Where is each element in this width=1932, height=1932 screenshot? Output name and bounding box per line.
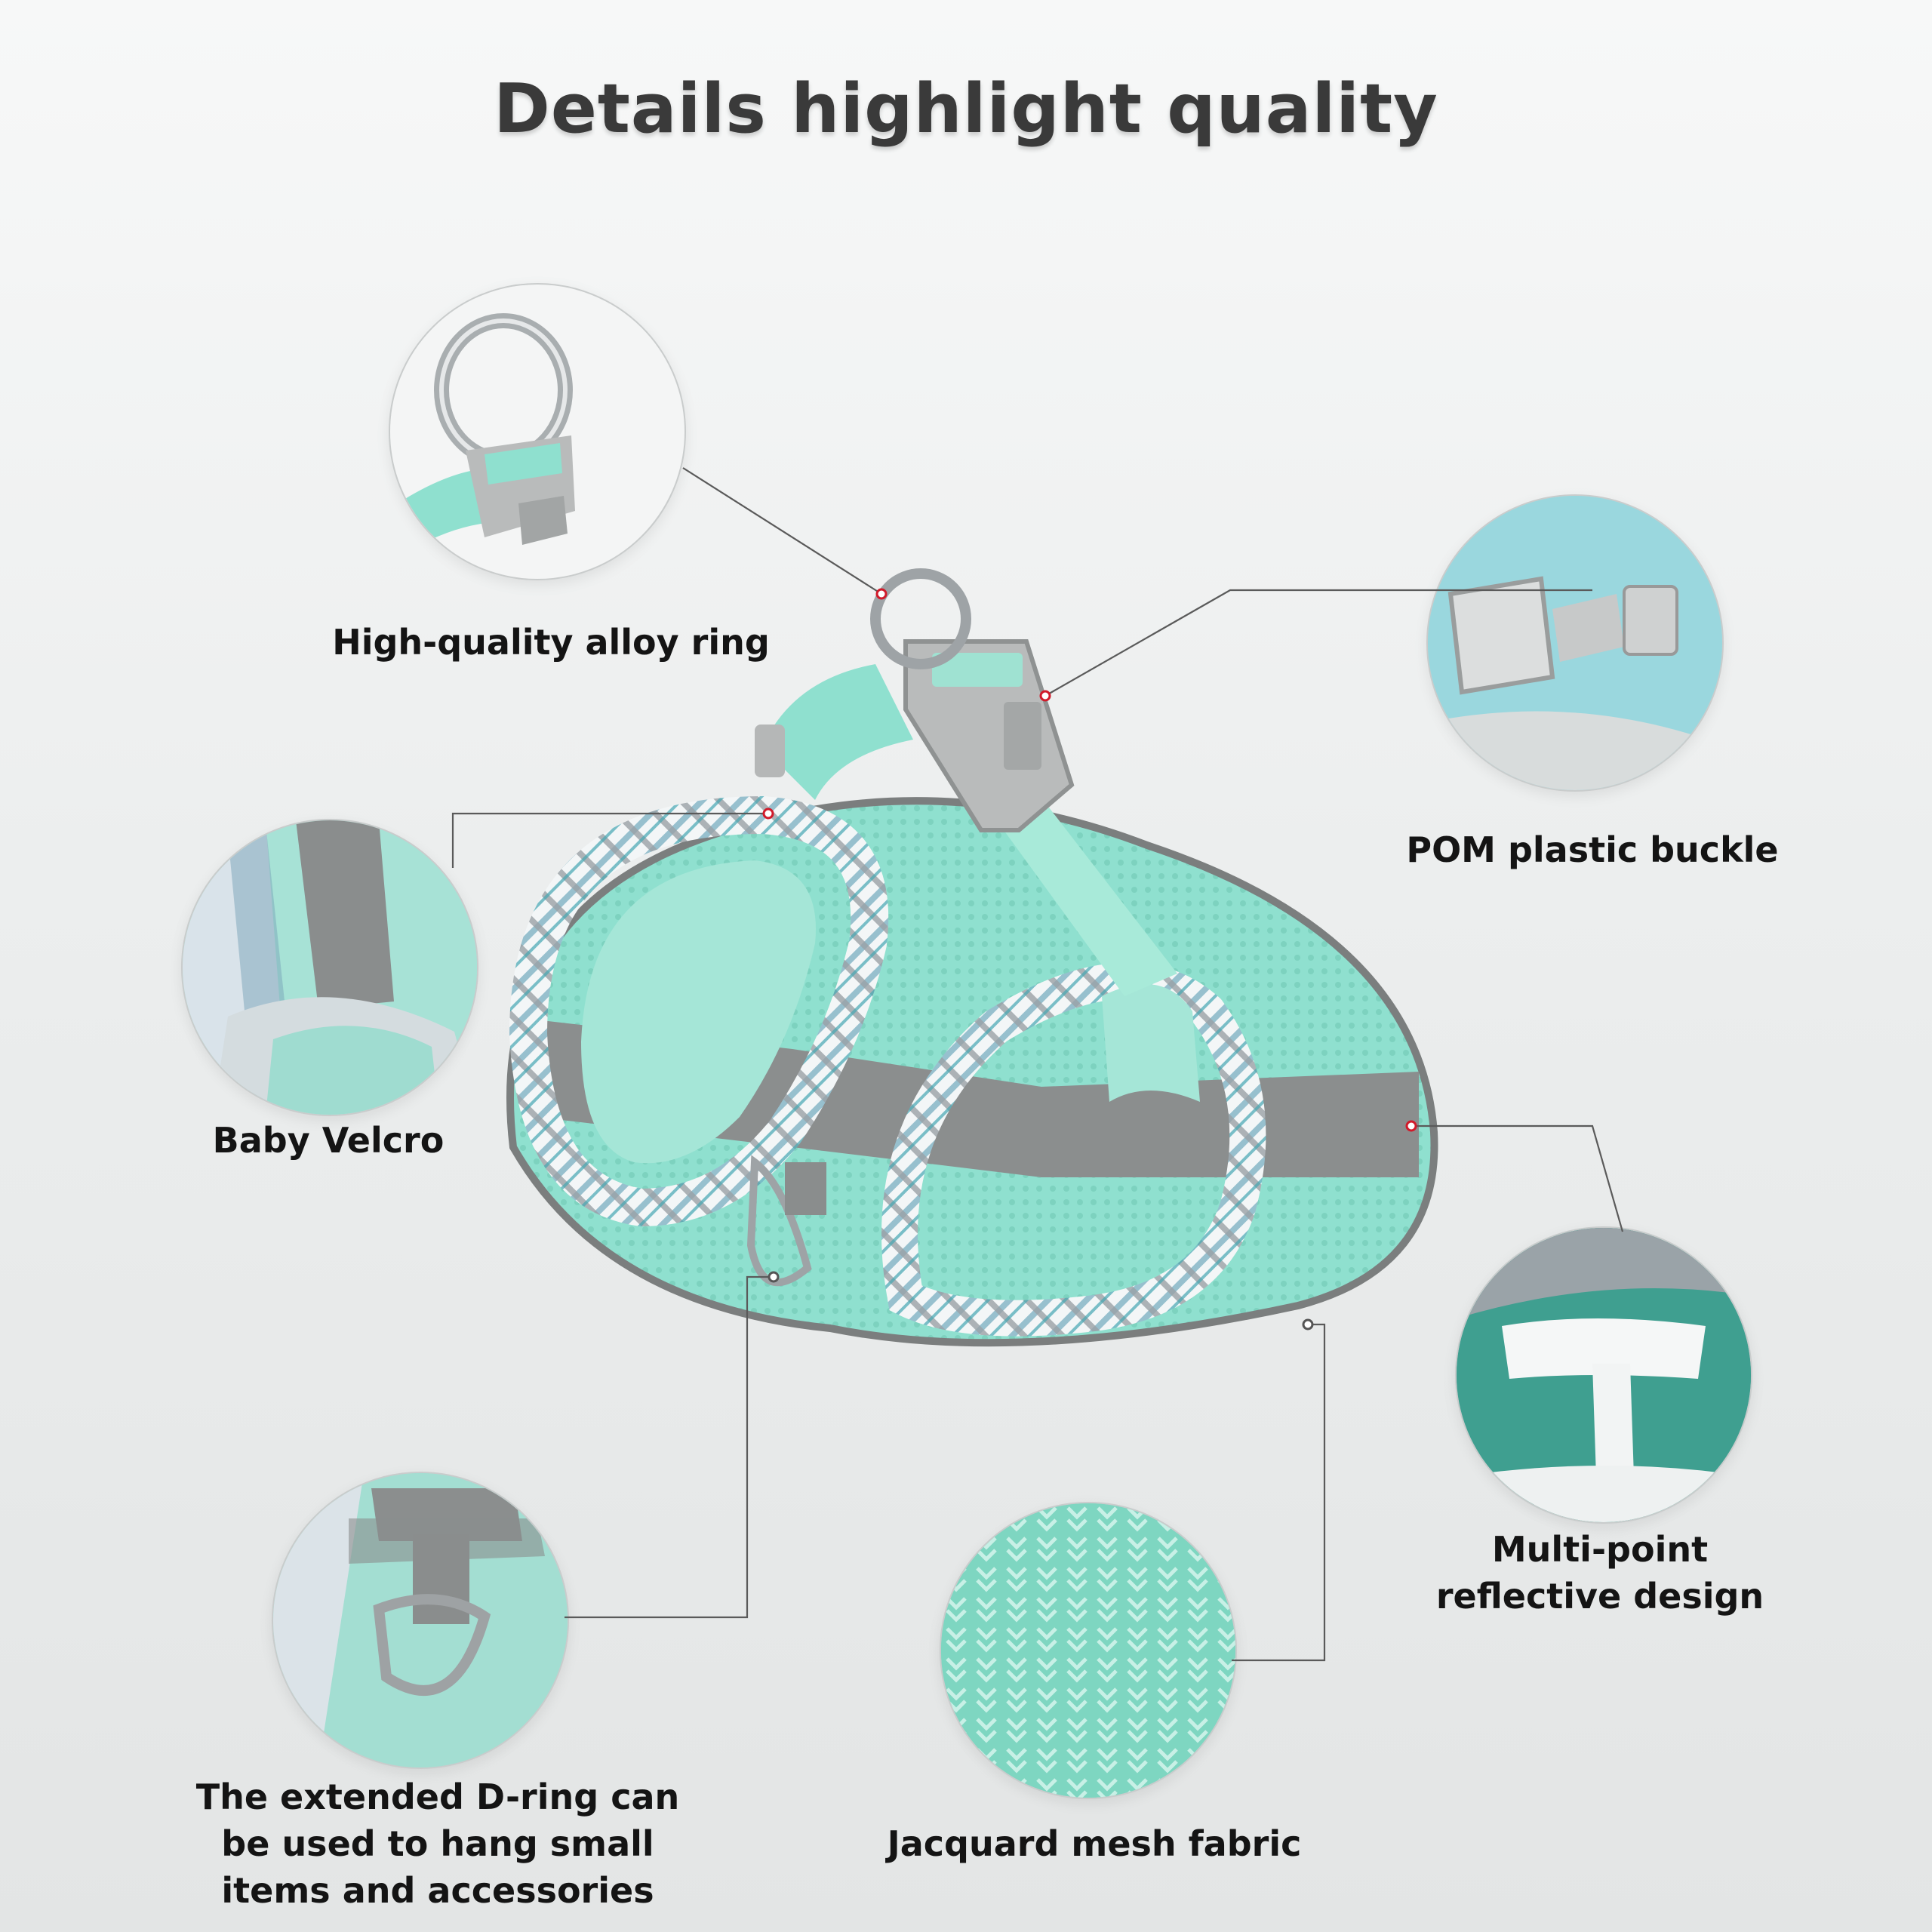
alloy-ring-detail-image: [389, 283, 686, 580]
jacquard-mesh-detail-image: [940, 1502, 1237, 1799]
label-baby-velcro: Baby Velcro: [212, 1120, 445, 1161]
page-title: Details highlight quality: [494, 69, 1438, 149]
label-d-ring: The extended D-ring can be used to hang …: [174, 1774, 702, 1914]
label-d-ring-line-1: The extended D-ring can: [195, 1777, 680, 1817]
label-reflective: Multi-point reflective design: [1358, 1526, 1841, 1620]
label-d-ring-line-2: be used to hang small: [221, 1823, 654, 1864]
label-reflective-line-2: reflective design: [1435, 1576, 1764, 1617]
label-pom-buckle: POM plastic buckle: [1406, 829, 1779, 870]
label-d-ring-line-3: items and accessories: [221, 1870, 654, 1911]
label-reflective-line-1: Multi-point: [1491, 1529, 1709, 1570]
d-ring-detail-image: [272, 1472, 569, 1769]
baby-velcro-detail-image: [181, 819, 478, 1116]
label-jacquard-mesh: Jacquard mesh fabric: [887, 1823, 1302, 1864]
label-alloy-ring: High-quality alloy ring: [332, 622, 770, 663]
pom-buckle-detail-image: [1426, 494, 1724, 792]
